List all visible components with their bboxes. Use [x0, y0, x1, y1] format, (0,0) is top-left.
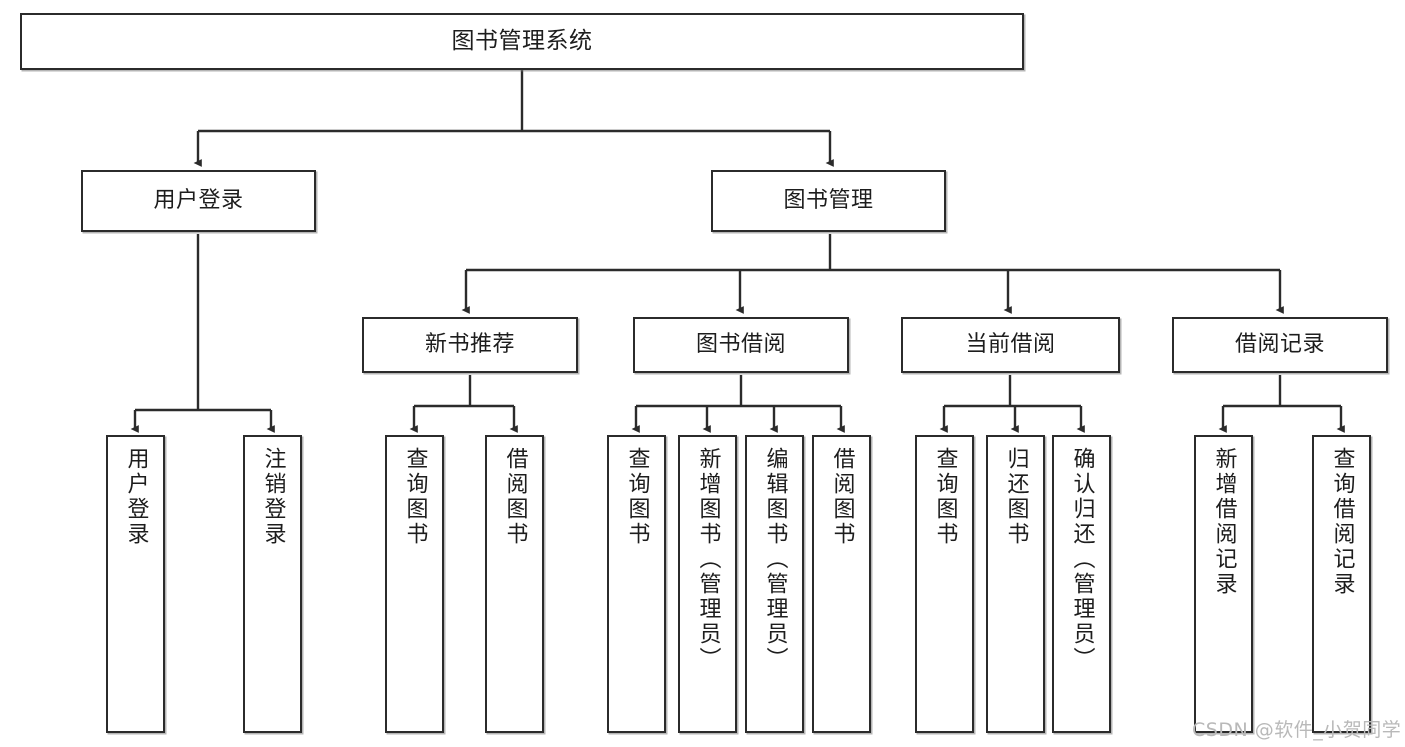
node-current-borrow[interactable]: 当前借阅	[901, 317, 1120, 373]
node-label: 用户登录	[123, 447, 149, 547]
node-leaf-recommend-query-book[interactable]: 查询图书	[385, 435, 444, 733]
node-leaf-borrow-edit-book-admin[interactable]: 编辑图书（管理员）	[745, 435, 804, 733]
node-new-book-recommend[interactable]: 新书推荐	[362, 317, 578, 373]
node-label: 图书管理	[783, 188, 874, 214]
node-leaf-record-query-record[interactable]: 查询借阅记录	[1312, 435, 1371, 733]
node-leaf-user-login-logout[interactable]: 注销登录	[243, 435, 302, 733]
node-leaf-record-add-record[interactable]: 新增借阅记录	[1194, 435, 1253, 733]
node-label: 确认归还（管理员）	[1069, 447, 1095, 672]
node-label: 借阅记录	[1234, 332, 1325, 358]
node-leaf-current-confirm-return-admin[interactable]: 确认归还（管理员）	[1052, 435, 1111, 733]
node-label: 借阅图书	[502, 447, 528, 547]
node-label: 用户登录	[153, 188, 244, 214]
node-borrow-record[interactable]: 借阅记录	[1172, 317, 1388, 373]
node-label: 查询图书	[624, 447, 650, 547]
node-label: 查询借阅记录	[1329, 447, 1355, 597]
node-label: 编辑图书（管理员）	[762, 447, 788, 672]
node-leaf-borrow-borrow-book[interactable]: 借阅图书	[812, 435, 871, 733]
csdn-watermark: CSDN @软件_小贺同学	[1192, 719, 1402, 741]
node-root-system[interactable]: 图书管理系统	[20, 13, 1024, 70]
node-label: 借阅图书	[829, 447, 855, 547]
node-leaf-borrow-query-book[interactable]: 查询图书	[607, 435, 666, 733]
node-label: 查询图书	[402, 447, 428, 547]
node-book-management[interactable]: 图书管理	[711, 170, 946, 232]
node-label: 新增借阅记录	[1211, 447, 1237, 597]
node-leaf-user-login-login[interactable]: 用户登录	[106, 435, 165, 733]
node-user-login[interactable]: 用户登录	[81, 170, 316, 232]
node-label: 当前借阅	[965, 332, 1056, 358]
node-label: 归还图书	[1003, 447, 1029, 547]
node-label: 注销登录	[260, 447, 286, 547]
node-label: 图书借阅	[695, 332, 786, 358]
node-leaf-current-query-book[interactable]: 查询图书	[915, 435, 974, 733]
node-leaf-borrow-add-book-admin[interactable]: 新增图书（管理员）	[678, 435, 737, 733]
node-label: 新增图书（管理员）	[695, 447, 721, 672]
node-label: 查询图书	[932, 447, 958, 547]
node-leaf-recommend-borrow-book[interactable]: 借阅图书	[485, 435, 544, 733]
node-book-borrow[interactable]: 图书借阅	[633, 317, 849, 373]
node-label: 图书管理系统	[451, 27, 593, 54]
node-leaf-current-return-book[interactable]: 归还图书	[986, 435, 1045, 733]
node-label: 新书推荐	[424, 332, 515, 358]
